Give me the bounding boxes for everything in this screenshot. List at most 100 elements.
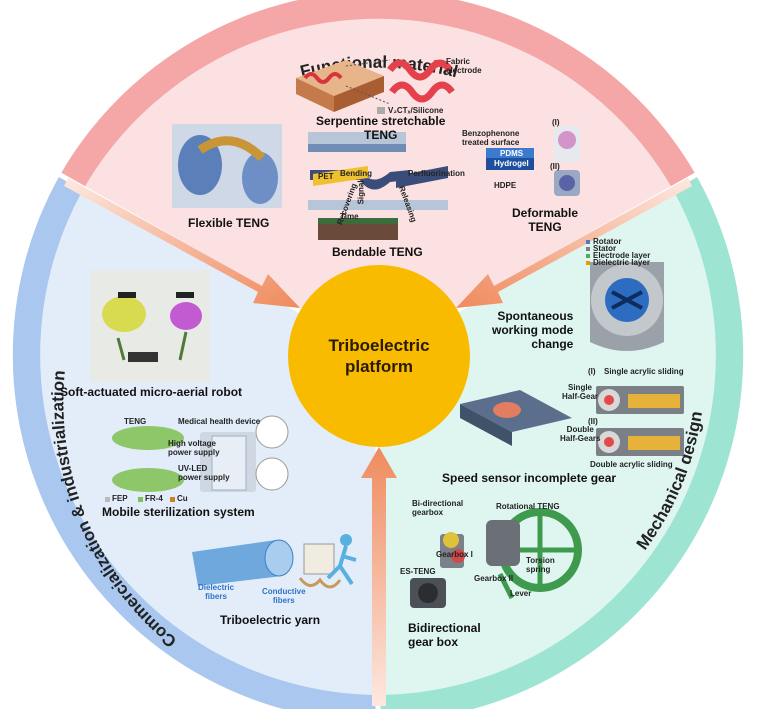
spontaneous-line3: change: [531, 336, 574, 351]
gearbox-ii-label: Gearbox II: [474, 574, 514, 583]
top-sector: [60, 0, 696, 355]
flexible-teng-image: [172, 124, 282, 208]
serpentine-label-line2: TENG: [364, 127, 398, 142]
single-gear-line2: Half-Gear: [562, 391, 599, 401]
bendable-teng-label: Bendable TENG: [332, 245, 423, 259]
hv-line2: power supply: [168, 447, 220, 457]
pet-label: PET: [318, 172, 334, 181]
conductive-line2: fibers: [272, 595, 295, 605]
speed-ii-label: (II): [588, 417, 598, 426]
center-title-line2: platform: [345, 357, 413, 377]
dielectric-line1: Dielectric: [198, 583, 235, 592]
double-gear-line2: Half-Gears: [560, 433, 601, 443]
arrow-top-left: [64, 178, 300, 308]
legend-cu: Cu: [177, 494, 188, 503]
yarn-label: Triboelectric yarn: [220, 613, 321, 627]
torsion-line2: spring: [526, 564, 551, 574]
deformable-teng-label: Deformable TENG: [512, 206, 579, 235]
bidirectional-small-label: Bi-directional gearbox: [412, 499, 464, 518]
fabric-text: Fabric: [446, 57, 471, 66]
double-gear-line1: Double: [566, 425, 594, 434]
speed-i-label: (I): [588, 367, 596, 376]
uv-line2: power supply: [178, 472, 230, 482]
spontaneous-line2: working mode: [492, 322, 574, 337]
spontaneous-line1: Spontaneous: [497, 309, 574, 323]
hdpe-label: HDPE: [494, 181, 517, 190]
bidirectional-gearbox-label: Bidirectional gear box: [408, 621, 481, 650]
uv-line1: UV-LED: [178, 464, 208, 473]
gearbox-line1: Bidirectional: [408, 621, 481, 635]
dielectric-line2: fibers: [205, 591, 227, 601]
single-gear-line1: Single: [568, 383, 593, 392]
spontaneous-mode-image: [586, 240, 664, 351]
spontaneous-legend-dielectric: Dielectric layer: [593, 258, 650, 267]
gearbox-line2: gear box: [408, 634, 459, 649]
bi-line1: Bi-directional: [412, 499, 464, 508]
medical-device-label: Medical health device: [178, 417, 261, 426]
speed-sensor-label: Speed sensor incomplete gear: [442, 471, 617, 485]
spontaneous-legend-stator: Stator: [593, 244, 617, 253]
center-title-line1: Triboelectric: [328, 336, 430, 355]
torsion-line1: Torsion: [526, 556, 555, 565]
double-half-gears-label: Double Half-Gears: [560, 425, 601, 444]
arrow-bottom-up: [361, 447, 397, 706]
bi-line2: gearbox: [412, 507, 444, 517]
deformable-ii-label: (II): [550, 162, 560, 171]
spontaneous-legend-electrode: Electrode layer: [593, 251, 651, 260]
double-sliding-label: Double acrylic sliding: [590, 460, 673, 469]
torsion-spring-label: Torsion spring: [526, 556, 555, 575]
deformable-i-label: (I): [552, 118, 560, 127]
benzophenone-label: Benzophenone treated surface: [462, 129, 520, 148]
perfluorination-label: Perfluorination: [408, 169, 465, 178]
gearbox-i-label: Gearbox I: [436, 550, 473, 559]
high-voltage-label: High voltage power supply: [168, 439, 220, 458]
deformable-line1: Deformable: [512, 206, 579, 220]
dielectric-fibers-label: Dielectric fibers: [198, 583, 235, 602]
spontaneous-label: Spontaneous working mode change: [492, 309, 574, 351]
conductive-line1: Conductive: [262, 587, 306, 596]
uv-led-label: UV-LED power supply: [178, 464, 230, 483]
sterilization-label: Mobile sterilization system: [102, 505, 255, 519]
yarn-image: [192, 534, 357, 589]
flexible-teng-label: Flexible TENG: [188, 216, 270, 230]
serpentine-teng-image: [296, 59, 455, 114]
top-band: [60, 0, 696, 188]
benzophenone-text: Benzophenone: [462, 129, 520, 138]
right-band: [378, 175, 744, 709]
teng-small-label: TENG: [124, 417, 147, 426]
left-band: [12, 175, 378, 709]
rotational-teng-label: Rotational TENG: [496, 502, 560, 511]
treated-surface-text: treated surface: [462, 137, 520, 147]
serpentine-label: Serpentine stretchable TENG: [316, 114, 446, 143]
signal-label: Signal: [356, 180, 366, 205]
conductive-fibers-label: Conductive fibers: [262, 587, 306, 606]
legend-fep: FEP: [112, 494, 128, 503]
center-title: Triboelectric platform: [300, 335, 458, 378]
vct-silicone-label: V₂CTₓ/Silicone: [388, 106, 444, 115]
single-half-gear-label: Single Half-Gear: [562, 383, 599, 402]
robot-image: [90, 270, 210, 382]
bending-label: Bending: [340, 169, 372, 178]
robot-label: Soft-actuated micro-aerial robot: [60, 385, 243, 399]
legend-fr4: FR-4: [145, 494, 163, 503]
lever-label: Lever: [510, 589, 532, 598]
deformable-teng-image: [486, 126, 580, 196]
center-circle: [288, 265, 470, 447]
serpentine-label-line1: Serpentine stretchable: [316, 114, 446, 128]
pdms-label: PDMS: [500, 149, 524, 158]
hydrogel-label: Hydrogel: [494, 159, 529, 168]
fabric-electrode-label: Fabric electrode: [446, 57, 482, 76]
sterilization-image: [105, 415, 289, 502]
single-sliding-label: Single acrylic sliding: [604, 367, 684, 376]
electrode-text: electrode: [446, 65, 482, 75]
bendable-teng-image: [308, 132, 448, 240]
time-label: Time: [340, 212, 359, 221]
deformable-line2: TENG: [528, 219, 562, 234]
es-teng-label: ES-TENG: [400, 567, 436, 576]
arrow-top-right: [456, 178, 692, 308]
hv-line1: High voltage: [168, 439, 217, 448]
gearbox-image: [410, 508, 582, 608]
speed-sensor-image: [460, 386, 684, 456]
